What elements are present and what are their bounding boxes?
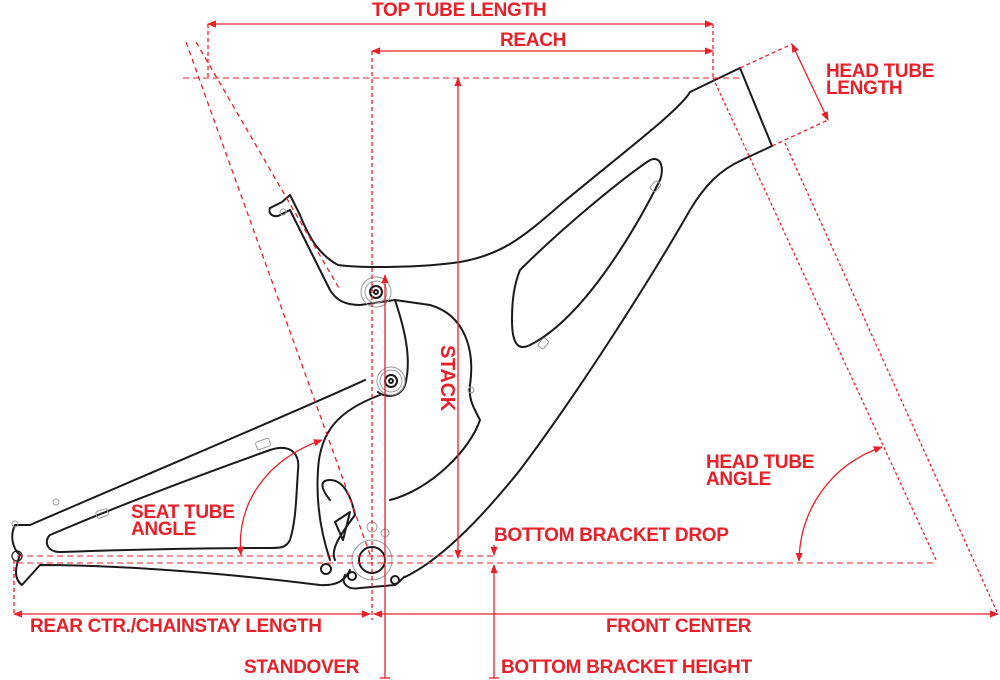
upper-pivot <box>369 285 383 299</box>
main-pivot <box>384 374 398 388</box>
label-head-tube-length-line2: LENGTH <box>826 78 903 99</box>
label-head-tube-angle: HEAD TUBE ANGLE <box>706 452 815 490</box>
seat-tube-angle-arc <box>236 439 323 556</box>
chainstay <box>11 524 351 587</box>
bike-frame <box>11 67 773 590</box>
head-tube-angle-arc <box>795 446 883 562</box>
seat-mast <box>268 194 339 266</box>
label-rear-center: REAR CTR./CHAINSTAY LENGTH <box>30 616 322 637</box>
seatstay <box>29 379 366 526</box>
label-seat-tube-angle: SEAT TUBE ANGLE <box>131 502 235 540</box>
label-stack: STACK <box>436 345 458 411</box>
label-head-tube-length-line1: HEAD TUBE <box>826 61 935 82</box>
label-top-tube-length: TOP TUBE LENGTH <box>372 0 547 21</box>
label-seat-tube-angle-line2: ANGLE <box>131 519 197 540</box>
label-head-tube-angle-line1: HEAD TUBE <box>706 452 815 473</box>
label-head-tube-length: HEAD TUBE LENGTH <box>826 61 935 99</box>
bb-shell <box>342 574 406 590</box>
label-standover: STANDOVER <box>244 657 360 678</box>
label-bottom-bracket-drop: BOTTOM BRACKET DROP <box>494 525 729 546</box>
front-triangle-cutout <box>511 158 663 348</box>
rocker-link <box>359 299 409 397</box>
link-triangle <box>334 511 351 541</box>
label-head-tube-angle-line2: ANGLE <box>706 469 772 490</box>
label-seat-tube-angle-line1: SEAT TUBE <box>131 502 235 523</box>
top-tube <box>337 67 741 268</box>
head-tube-length-line <box>791 43 829 121</box>
label-front-center: FRONT CENTER <box>606 616 752 637</box>
label-bottom-bracket-height: BOTTOM BRACKET HEIGHT <box>501 657 752 678</box>
head-tube <box>739 67 773 147</box>
down-tube <box>404 145 773 578</box>
label-reach: REACH <box>500 30 567 51</box>
geometry-lines <box>13 20 999 679</box>
